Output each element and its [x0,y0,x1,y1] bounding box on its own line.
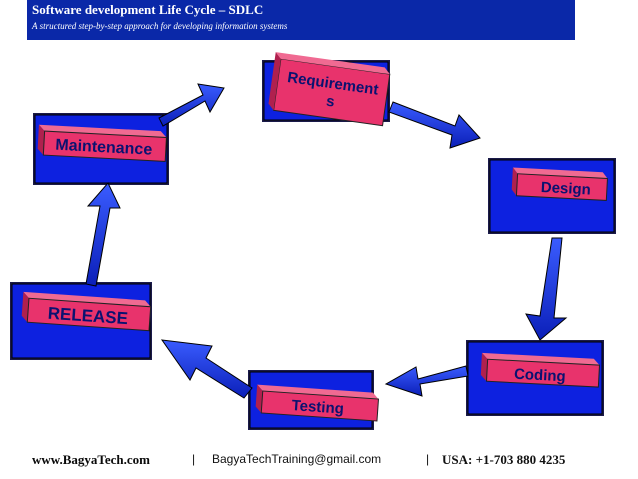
arrow-maintenance-to-requirements [158,83,225,127]
page-title: Software development Life Cycle – SDLC [32,2,264,17]
arrow-requirements-to-design [388,101,481,149]
design-label: Design [540,179,591,199]
website-link[interactable]: www.BagyaTech.com [32,452,150,467]
page-subtitle: A structured step-by-step approach for d… [32,21,288,31]
design-phase: Design [488,158,616,234]
coding-phase: Coding [466,340,604,416]
title-banner: Software development Life Cycle – SDLC A… [27,0,575,40]
arrow-design-to-coding [525,237,568,341]
phone-number: USA: +1-703 880 4235 [442,452,566,467]
footer-contact-bar: www.BagyaTech.com | BagyaTechTraining@gm… [0,452,638,472]
email-link[interactable]: BagyaTechTraining@gmail.com [212,452,382,466]
requirements-label-line2: s [325,93,336,111]
arrow-release-to-maintenance [85,182,121,287]
testing-phase: Testing [248,370,380,430]
release-phase: RELEASE [10,282,152,360]
footer-separator: | [192,452,196,466]
requirements-phase: Requirement s [262,52,391,127]
coding-label: Coding [514,366,566,386]
footer-separator: | [426,452,430,466]
maintenance-phase: Maintenance [33,113,169,185]
arrow-coding-to-testing [384,365,469,397]
arrow-testing-to-release [160,339,253,399]
testing-label: Testing [291,397,344,418]
maintenance-label: Maintenance [55,137,153,159]
